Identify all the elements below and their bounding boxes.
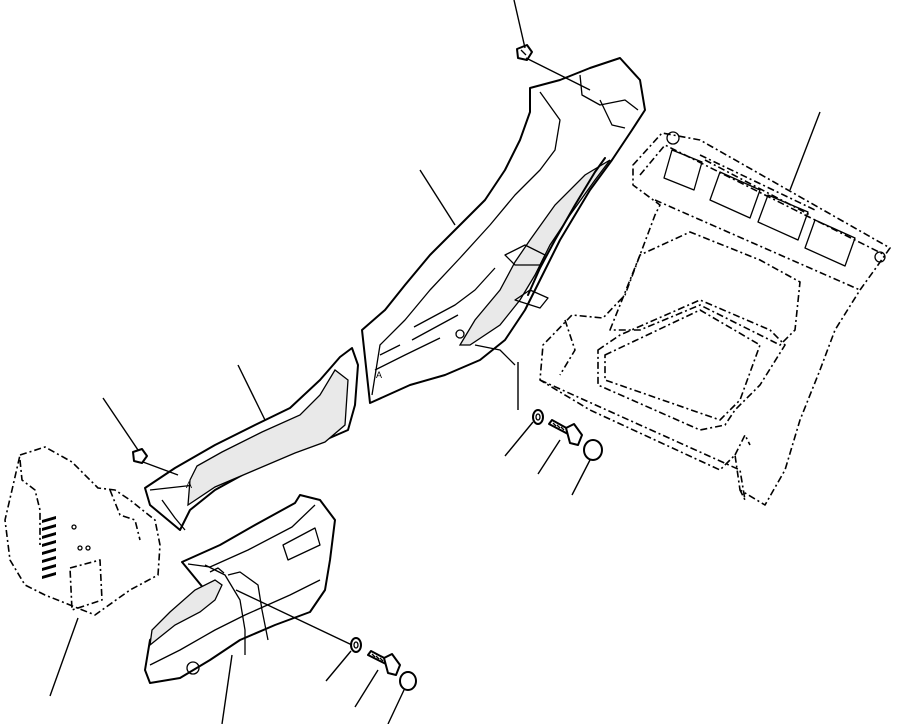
washer-bottom xyxy=(350,637,362,653)
leader-bottom-cover xyxy=(221,654,233,724)
cap-right xyxy=(583,439,603,461)
lower-mark-a: A xyxy=(186,480,192,490)
bolt-right xyxy=(548,419,583,446)
leader-bolt-right xyxy=(537,439,561,475)
cap-bottom xyxy=(399,671,417,691)
left-rear-trim-cover xyxy=(4,446,161,616)
leader-cap-bottom xyxy=(387,689,405,724)
leader-washer-bottom xyxy=(325,650,352,682)
center-pillar-trim: A xyxy=(361,57,646,404)
lower-front-pillar-trim: A xyxy=(144,347,359,531)
washer-right xyxy=(532,409,544,425)
leader-clip-left-path xyxy=(142,461,179,476)
clip-top xyxy=(516,44,533,61)
leader-rear-panel xyxy=(789,111,821,191)
leader-cap-right xyxy=(571,459,591,496)
leader-washer-right xyxy=(504,421,534,457)
leader-lower-trim xyxy=(237,364,266,421)
leader-center-pillar xyxy=(419,169,456,226)
leader-bottom-path xyxy=(235,589,353,646)
cover-vent-slots xyxy=(42,516,56,579)
leader-clip-left xyxy=(102,397,139,451)
bottom-front-cover xyxy=(144,494,336,684)
leader-bolt-bottom xyxy=(354,669,379,708)
center-mark-a: A xyxy=(376,370,382,380)
leader-lines xyxy=(49,0,821,724)
clip-left xyxy=(132,448,148,464)
bolt-bottom xyxy=(367,650,401,676)
rear-panel xyxy=(539,131,891,506)
leader-clip-top-path xyxy=(525,57,591,91)
leader-left-cover xyxy=(49,617,79,697)
leader-clip-top xyxy=(513,0,526,49)
